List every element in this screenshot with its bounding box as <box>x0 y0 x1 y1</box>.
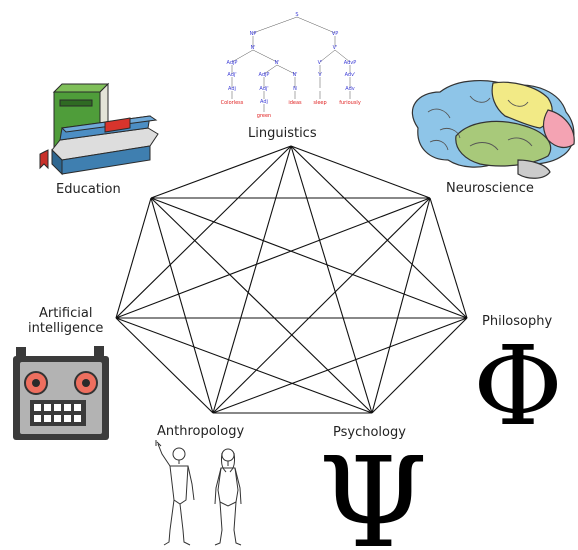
connection-edge <box>212 197 431 414</box>
connection-edge <box>115 317 373 414</box>
connection-edge <box>429 197 468 319</box>
parse-tree-icon <box>231 16 351 112</box>
parse-tree-node: Adj' <box>259 86 268 92</box>
connection-edge <box>115 317 214 414</box>
connection-edge <box>115 197 152 319</box>
connection-edge <box>212 317 468 414</box>
parse-tree-node: NP <box>250 31 257 37</box>
parse-tree-root: S <box>295 12 298 18</box>
parse-tree-node: AdjP <box>227 60 238 66</box>
books-icon <box>39 82 159 176</box>
psi-symbol: Ψ <box>318 431 428 546</box>
parse-tree-node: Adv <box>345 86 355 92</box>
connection-edge <box>115 145 292 319</box>
parse-tree-node: Adv' <box>345 72 356 78</box>
connection-edge <box>290 145 468 319</box>
label-ai-line2: intelligence <box>28 321 104 336</box>
connection-edge <box>212 145 292 414</box>
parse-tree-leaf: ideas <box>288 100 302 106</box>
parse-tree-leaf: sleep <box>313 100 326 106</box>
parse-tree-node: N' <box>292 72 297 78</box>
label-education: Education <box>56 182 121 197</box>
parse-tree-leaf: green <box>257 113 271 119</box>
brain-icon <box>411 80 575 179</box>
label-neuroscience: Neuroscience <box>446 181 534 196</box>
parse-tree-node: AdvP <box>344 60 356 66</box>
parse-tree-node: V' <box>318 60 323 66</box>
connection-edge <box>150 197 373 414</box>
connection-edge <box>371 197 431 414</box>
parse-tree-node: N' <box>274 60 279 66</box>
robot-icon <box>13 346 109 440</box>
label-linguistics: Linguistics <box>248 126 317 141</box>
parse-tree-node: Adj <box>260 99 268 105</box>
connection-edge <box>371 317 468 414</box>
label-philosophy: Philosophy <box>482 314 553 329</box>
label-ai-line1: Artificial <box>38 306 93 321</box>
connection-edge <box>290 145 431 199</box>
connection-edge <box>150 197 468 319</box>
label-anthropology: Anthropology <box>157 424 245 439</box>
parse-tree-node: V <box>318 72 322 78</box>
parse-tree-node: VP <box>332 31 338 37</box>
phi-symbol: Φ <box>473 322 563 450</box>
parse-tree-leaf: Colorless <box>221 100 244 106</box>
connection-edge <box>150 145 292 199</box>
label-psychology: Psychology <box>333 425 406 440</box>
network-edges <box>115 145 468 414</box>
parse-tree-node: AdjP <box>259 72 270 78</box>
parse-tree-node: Adj' <box>227 72 236 78</box>
parse-tree-node: N' <box>250 45 255 51</box>
parse-tree-node: Adj <box>228 86 236 92</box>
label-artificial-intelligence: Artificial intelligence <box>28 306 103 336</box>
connection-edge <box>290 145 373 414</box>
parse-tree-leaf: furiously <box>339 100 361 106</box>
connection-edge <box>115 197 431 319</box>
parse-tree-node: N <box>293 86 297 92</box>
parse-tree-node: V' <box>333 45 338 51</box>
human-figures-icon <box>155 440 242 546</box>
connection-edge <box>150 197 214 414</box>
